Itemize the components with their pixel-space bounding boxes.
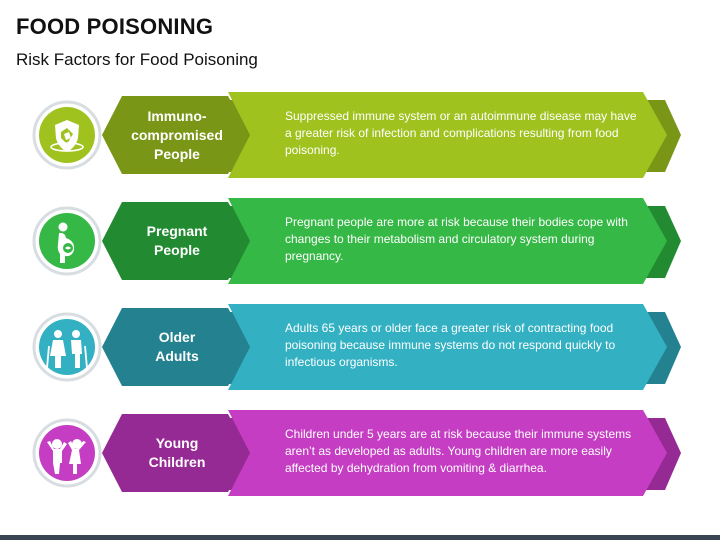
- icon-circle: [39, 425, 95, 481]
- main-arrow: [228, 304, 667, 390]
- row-label: Young Children: [148, 435, 206, 470]
- row-label: Pregnant People: [146, 223, 208, 258]
- immune-shield-icon: [45, 114, 89, 158]
- page-title: FOOD POISONING: [16, 14, 214, 39]
- main-arrow: [228, 198, 667, 284]
- row-description: Suppressed immune system or an autoimmun…: [285, 108, 637, 157]
- pregnant-woman-icon: [45, 220, 89, 264]
- row-description: Children under 5 years are at risk becau…: [285, 426, 632, 475]
- label-arrow: [102, 202, 250, 280]
- risk-factor-row: Immuno- compromised People Suppressed imm…: [0, 90, 720, 180]
- bottom-bar: [0, 535, 720, 540]
- label-arrow: [102, 414, 250, 492]
- elderly-couple-icon: [45, 326, 89, 370]
- risk-factor-row: Pregnant People Pregnant people are more …: [0, 196, 720, 286]
- risk-factor-row: Older Adults Adults 65 years or older fac…: [0, 302, 720, 392]
- row-label: Older Adults: [155, 329, 199, 364]
- icon-circle: [39, 319, 95, 375]
- row-description: Pregnant people are more at risk because…: [285, 214, 628, 263]
- label-arrow: [102, 96, 250, 174]
- main-arrow: [228, 92, 667, 178]
- risk-factor-row: Young Children Children under 5 years are…: [0, 408, 720, 498]
- row-description: Adults 65 years or older face a greater …: [285, 320, 616, 369]
- label-arrow: [102, 308, 250, 386]
- children-icon: [45, 432, 89, 476]
- row-label: Immuno- compromised People: [131, 107, 223, 162]
- main-arrow: [228, 410, 667, 496]
- page-subtitle: Risk Factors for Food Poisoning: [16, 50, 258, 69]
